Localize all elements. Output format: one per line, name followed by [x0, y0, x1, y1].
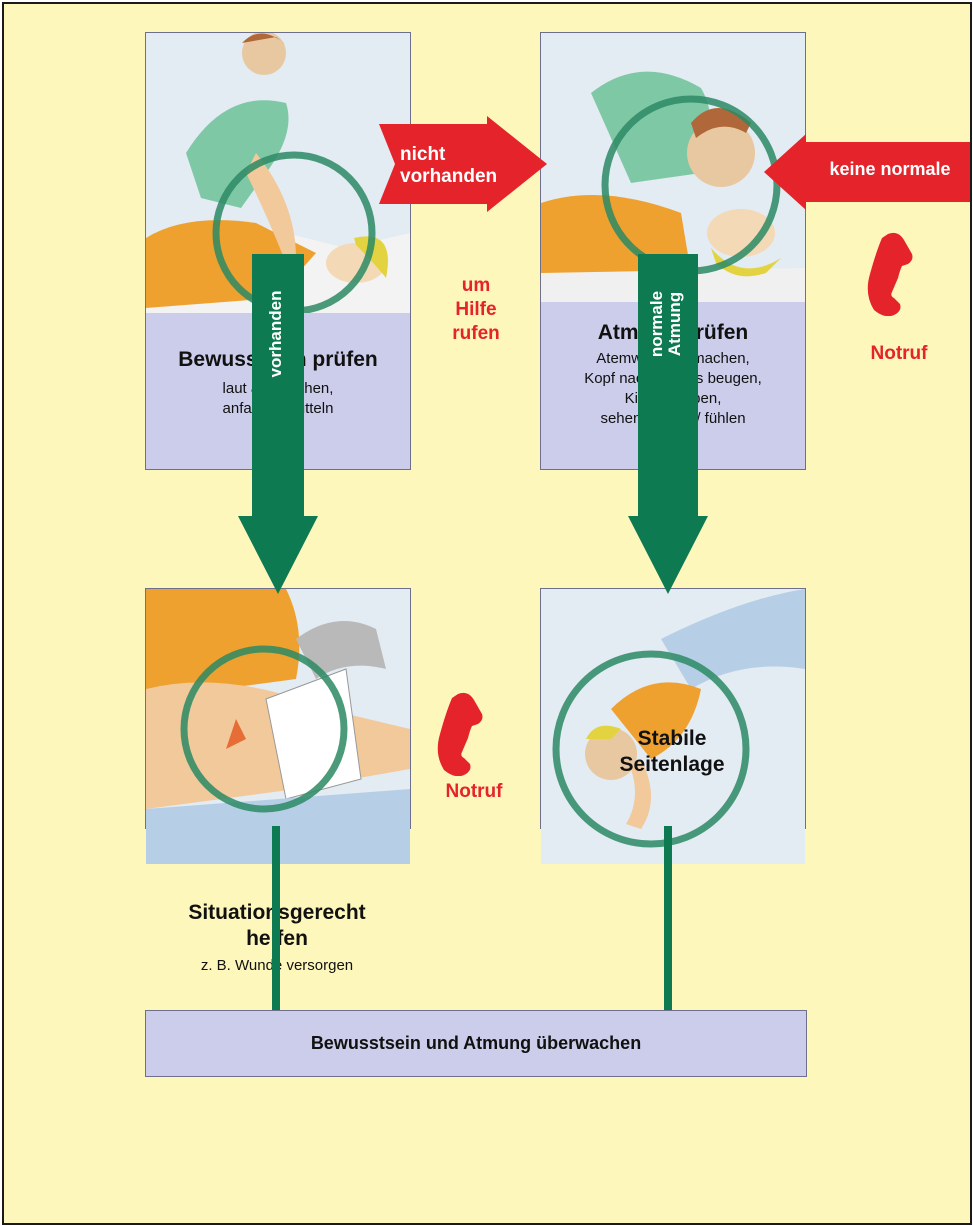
illustration-wound-care [146, 589, 410, 864]
phone-icon [866, 232, 926, 316]
emergency-call-label: Notruf [849, 343, 949, 365]
step-title: Bewusstsein und Atmung überwachen [146, 1030, 806, 1056]
connector-line-left [272, 826, 280, 1010]
help-text-line: um [414, 274, 538, 298]
step-card-help [145, 588, 411, 829]
arrow-label-line: normale [648, 268, 666, 380]
arrow-label-line: Atmung [666, 268, 684, 380]
emergency-call-label: Notruf [424, 781, 524, 803]
arrow-label: nicht [400, 144, 445, 166]
step-title: Seitenlage [540, 752, 804, 778]
phone-icon [436, 692, 496, 776]
connector-line-right [664, 826, 672, 1010]
arrow-label: normale Atmung [648, 268, 688, 380]
arrow-label: vorhanden [267, 284, 285, 384]
help-text-line: rufen [414, 322, 538, 346]
step-card-recovery [540, 588, 806, 829]
step-card-monitor: Bewusstsein und Atmung überwachen [145, 1010, 807, 1077]
call-for-help-text: um Hilfe rufen [414, 274, 538, 346]
arrow-label: vorhanden [400, 166, 497, 188]
help-text-line: Hilfe [414, 298, 538, 322]
arrow-label: keine normale [812, 158, 968, 180]
step-title: Stabile [540, 726, 804, 752]
